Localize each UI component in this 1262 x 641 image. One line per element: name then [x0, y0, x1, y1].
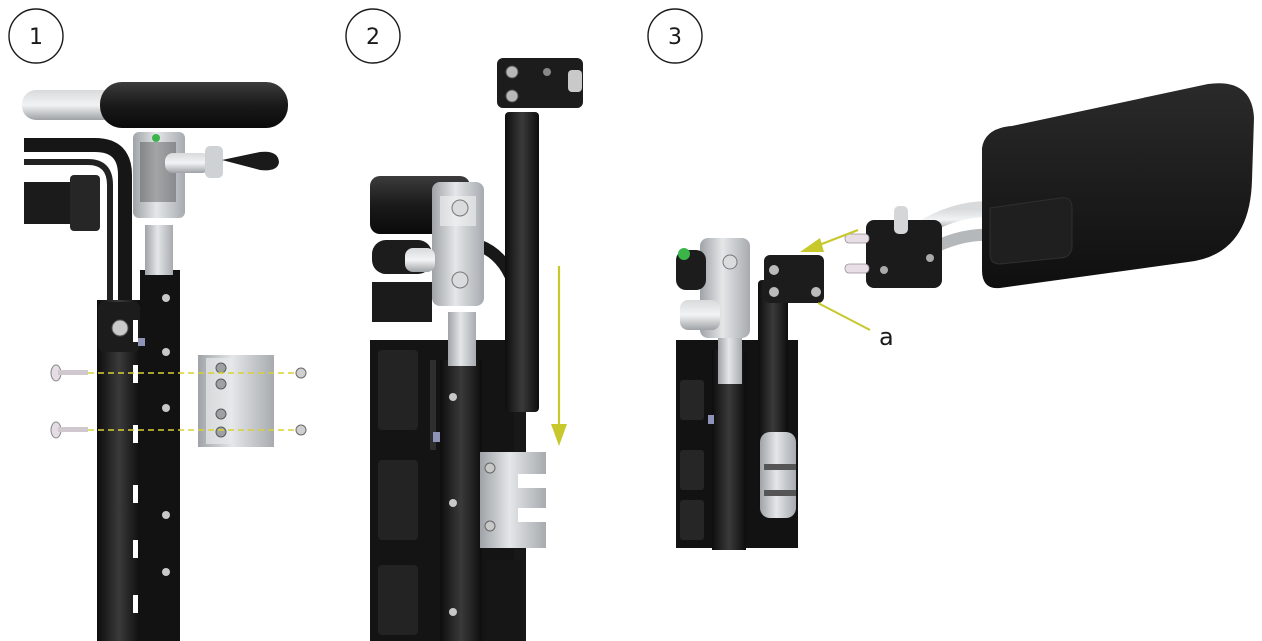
step-2-number: 2	[366, 25, 380, 50]
nut-icon	[295, 424, 307, 436]
step-2-mounting-plate	[480, 452, 546, 641]
step-1-number: 1	[29, 25, 43, 50]
step-1-marker: 1	[8, 8, 64, 64]
pin-icon	[844, 263, 870, 274]
step-3-marker: 3	[647, 8, 703, 64]
callout-a-label: a	[879, 323, 894, 351]
pin-icon	[844, 233, 870, 244]
insert-arrow-icon	[800, 228, 859, 252]
screw-icon	[50, 364, 88, 382]
step-1-screws	[50, 364, 307, 439]
step-3-headrest-post	[758, 255, 824, 518]
step-1-mounting-plate	[198, 355, 274, 447]
step-3-panel: 3	[647, 8, 1254, 550]
callout-a: a	[817, 302, 894, 351]
step-2-marker: 2	[345, 8, 401, 64]
step-2-panel: 2	[345, 8, 583, 641]
step-1-wheelchair-frame	[22, 82, 288, 641]
headrest-post	[497, 58, 583, 412]
screw-icon	[50, 421, 88, 439]
step-1-panel: 1	[8, 8, 307, 641]
step-3-number: 3	[668, 25, 682, 50]
down-arrow-icon	[551, 266, 567, 446]
headrest-assembly	[844, 83, 1254, 289]
alignment-lines	[88, 372, 296, 431]
nut-icon	[295, 367, 307, 379]
